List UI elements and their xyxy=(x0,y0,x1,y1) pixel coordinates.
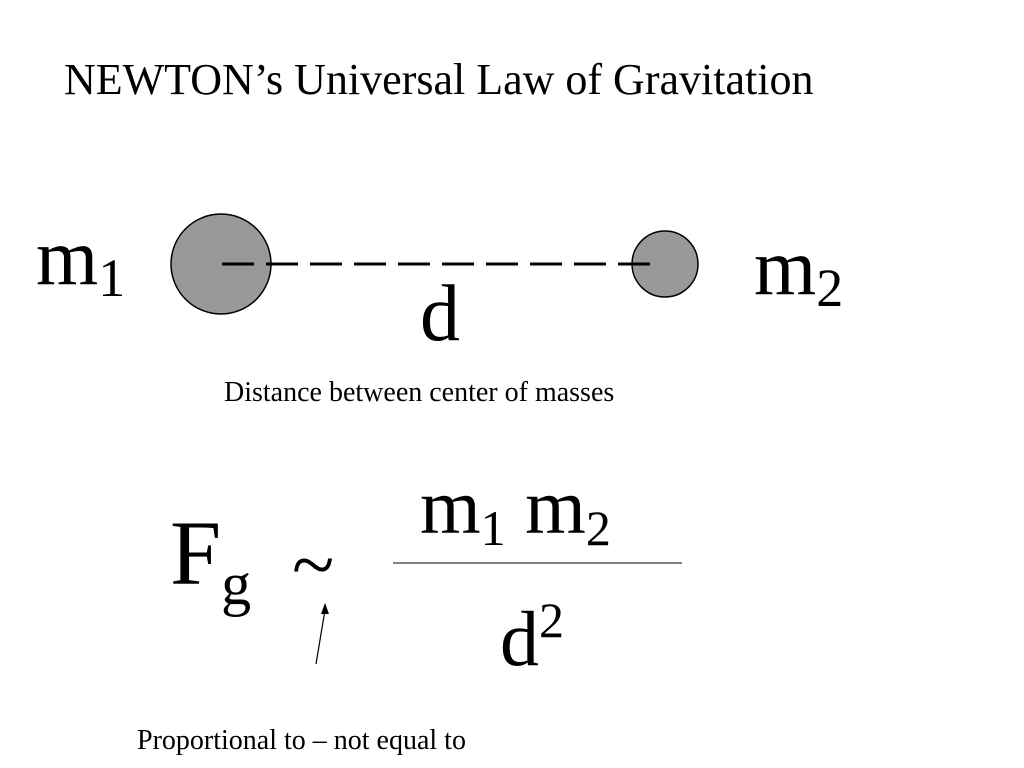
mass-2-symbol: m xyxy=(754,224,817,312)
force-label: Fg xyxy=(170,507,251,614)
mass-2-subscript: 2 xyxy=(816,258,844,318)
mass-1-symbol: m xyxy=(36,214,99,302)
annotation-arrow-head xyxy=(321,603,329,614)
fraction-denominator: d2 xyxy=(500,595,564,678)
force-subscript: g xyxy=(221,551,252,617)
force-symbol: F xyxy=(170,502,222,604)
numerator-m2-symbol: m xyxy=(525,463,586,550)
annotation-arrow-line xyxy=(315,609,326,665)
distance-symbol: d xyxy=(420,270,460,358)
numerator-m1-symbol: m xyxy=(420,463,481,550)
mass-2-label: m2 xyxy=(754,228,843,315)
proportional-caption: Proportional to – not equal to xyxy=(137,725,466,756)
numerator-m2-subscript: 2 xyxy=(585,500,611,556)
numerator-m1-subscript: 1 xyxy=(480,500,506,556)
mass-1-label: m1 xyxy=(36,218,125,305)
mass-1-subscript: 1 xyxy=(98,248,126,308)
denominator-exponent: 2 xyxy=(539,592,564,648)
denominator-symbol: d xyxy=(500,595,539,682)
page-title: NEWTON’s Universal Law of Gravitation xyxy=(64,55,814,104)
distance-caption: Distance between center of masses xyxy=(224,377,615,408)
mass-1-body xyxy=(170,213,272,315)
proportional-symbol: ~ xyxy=(292,521,335,608)
fraction-numerator: m1 m2 xyxy=(420,468,611,554)
